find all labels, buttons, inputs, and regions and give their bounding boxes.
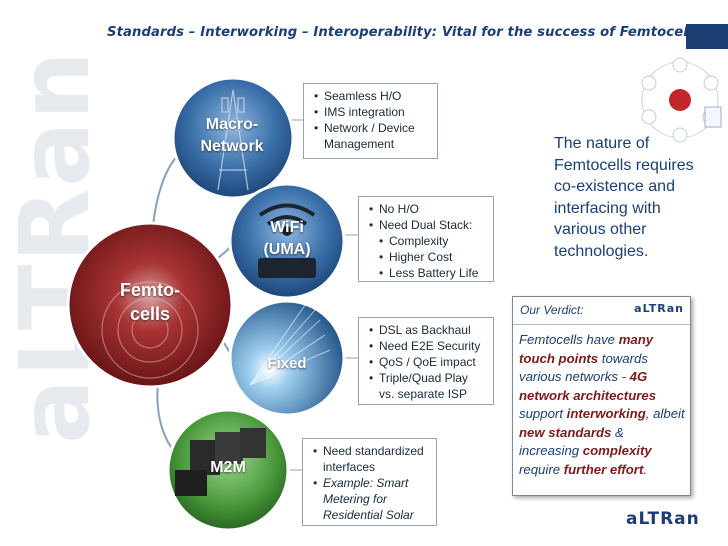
router-icon: [258, 258, 316, 278]
mini-challenges-diagram: [641, 57, 722, 143]
fiber-optic-icon: [249, 304, 331, 386]
verdict-body: Femtocells have many touch points toward…: [519, 332, 685, 477]
fixed-label: Fixed: [267, 355, 307, 372]
verdict-box: Our Verdict: aLTRan Femtocells have many…: [512, 296, 691, 496]
callout-fixed: DSL as Backhaul Need E2E Security QoS / …: [358, 317, 494, 405]
verdict-header: Our Verdict: aLTRan: [513, 297, 690, 325]
m2m-label: M2M: [210, 459, 246, 476]
slide-title: Standards – Interworking – Interoperabil…: [107, 25, 701, 40]
title-accent-bar: [686, 24, 728, 49]
verdict-label: Our Verdict:: [520, 303, 584, 317]
verdict-logo: aLTRan: [634, 302, 684, 315]
callout-macro: Seamless H/O IMS integration Network / D…: [303, 83, 438, 159]
nature-text: The nature of Femtocells requires co-exi…: [554, 135, 694, 260]
signal-rings-icon: [101, 281, 199, 379]
node-fixed: [228, 299, 346, 417]
node-macro-network: [171, 76, 295, 200]
callout-wifi: No H/O Need Dual Stack: Complexity Highe…: [358, 196, 494, 282]
wifi-icon: [258, 203, 316, 236]
footer-logo: aLTRan: [626, 509, 700, 529]
callout-m2m: Need standardized interfaces Example: Sm…: [302, 438, 437, 526]
wifi-label: WiFi (UMA): [263, 219, 311, 258]
modules-icon: [175, 428, 266, 496]
macro-network-label: Macro- Network: [200, 116, 264, 155]
femtocells-label: Femto- cells: [120, 280, 180, 324]
node-femtocells: [66, 221, 234, 389]
antenna-tower-icon: [217, 89, 249, 191]
node-wifi: [228, 182, 346, 300]
node-m2m: [166, 408, 290, 532]
